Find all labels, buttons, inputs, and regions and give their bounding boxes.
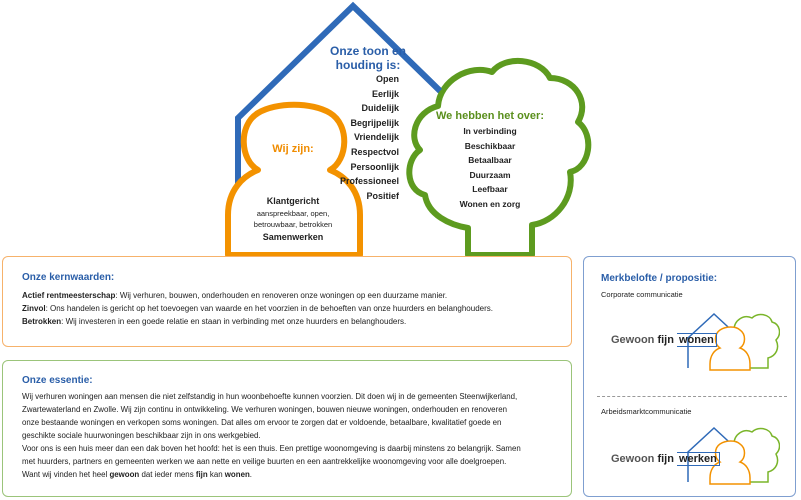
kernwaarden-title: Onze kernwaarden: [22,272,115,283]
wij-sub: aanspreekbaar, open, betrouwbaar, betrok… [253,209,333,229]
kernwaarden-panel: Onze kernwaarden: Actief rentmeesterscha… [2,256,572,347]
tree-item: Duurzaam [469,169,511,180]
logo-werken-graphic [687,426,780,485]
tone-list: Open Eerlijk Duidelijk Begrijpelijk Vrie… [340,72,399,203]
tone-item: Begrijpelijk [350,117,399,128]
tree-item: Wonen en zorg [459,198,521,209]
wij-title: Wij zijn: [272,143,314,155]
tree-title: We hebben het over: [436,110,544,122]
tone-item: Vriendelijk [353,132,399,143]
tone-item: Open [375,74,399,84]
kernwaarden-line: Zinvol: Ons handelen is gericht op het t… [22,304,493,313]
kernwaarden-line: Betrokken: Wij investeren in een goede r… [22,317,407,326]
tree-figure [406,57,592,258]
merkbelofte-title: Merkbelofte / propositie: [601,273,718,284]
wij-bottom: Samenwerken [262,232,324,242]
kernwaarden-text: Actief rentmeesterschap: Wij verhuren, b… [22,289,567,328]
tone-title: Onze toon en houding is: [330,44,406,72]
tone-item: Positief [366,190,399,201]
tree-list: In verbinding Beschikbaar Betaalbaar Duu… [430,124,550,212]
tree-item: In verbinding [463,126,517,136]
tone-item: Persoonlijk [350,161,399,172]
essentie-panel: Onze essentie: Wij verhuren woningen aan… [2,360,572,497]
diagram-graphic [225,1,592,258]
tree-item: Beschikbaar [464,140,516,151]
corporate-label: Corporate communicatie [601,290,683,299]
kernwaarden-line: Actief rentmeesterschap: Wij verhuren, b… [22,291,448,300]
wij-main: Klantgericht [266,196,320,206]
tone-item: Eerlijk [371,88,399,99]
arbeid-label: Arbeidsmarktcommunicatie [601,407,692,416]
tone-item: Duidelijk [361,103,399,114]
tone-item: Professioneel [339,176,399,187]
tree-item: Leefbaar [472,184,508,195]
merk-divider [597,396,787,397]
tree-item: Betaalbaar [468,155,512,166]
essentie-title: Onze essentie: [22,375,93,386]
essentie-text: Wij verhuren woningen aan mensen die nie… [22,392,521,479]
tone-item: Respectvol [350,146,399,157]
logo-wonen-graphic [687,312,780,371]
person-figure [225,101,363,258]
